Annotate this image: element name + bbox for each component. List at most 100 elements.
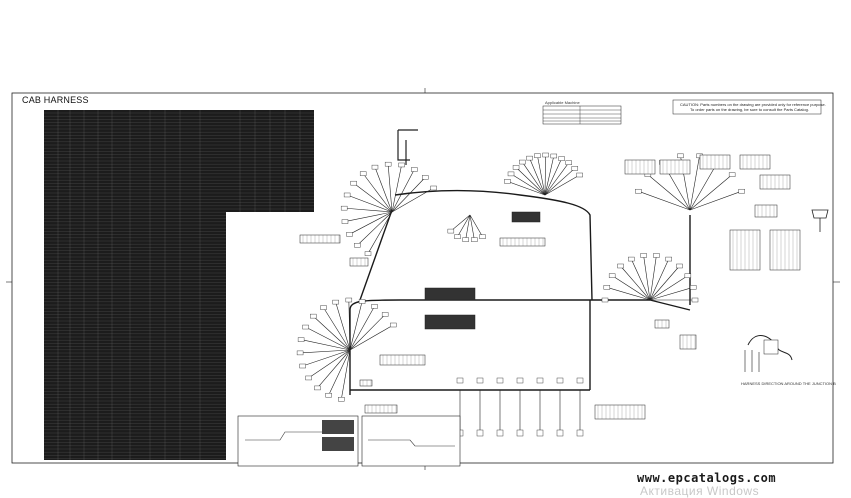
- harness-branch: [362, 173, 393, 213]
- harness-direction-detail: [744, 335, 793, 372]
- harness-branch: [507, 181, 546, 196]
- branch-connector: [371, 304, 378, 309]
- harness-trunk: [349, 189, 691, 395]
- branch-connector: [297, 337, 305, 342]
- branch-connector: [479, 234, 486, 239]
- branch-connector: [462, 237, 469, 242]
- branch-connector: [526, 155, 533, 161]
- branch-connector: [550, 153, 558, 159]
- harness-branch: [367, 211, 393, 254]
- harness-branch: [349, 306, 375, 351]
- harness-branch: [349, 301, 363, 351]
- harness-branch: [450, 214, 471, 232]
- harness-branch: [611, 275, 651, 301]
- branch-connector: [299, 363, 306, 369]
- branch-connector: [576, 172, 583, 178]
- branch-connector: [542, 152, 549, 158]
- branch-connector: [371, 164, 379, 170]
- harness-branch: [323, 307, 351, 351]
- branch-connector: [398, 162, 405, 168]
- harness-branch: [465, 214, 471, 240]
- branch-connector: [354, 243, 361, 248]
- drop-connector: [496, 429, 504, 437]
- connector-block: [359, 379, 373, 387]
- branch-connector: [640, 253, 647, 258]
- branch-connector: [728, 172, 736, 177]
- branch-connector: [571, 166, 579, 171]
- harness-branch: [387, 164, 393, 213]
- branch-connector: [691, 297, 699, 303]
- harness-branch: [544, 162, 569, 196]
- branch-connector: [676, 263, 683, 269]
- harness-branch: [391, 177, 426, 213]
- harness-branch: [469, 214, 475, 240]
- branch-connector: [454, 234, 461, 239]
- drop-connector: [576, 377, 584, 384]
- drop-connector: [476, 429, 484, 437]
- drop-connector: [496, 377, 504, 384]
- harness-branch: [349, 324, 394, 351]
- branch-connector: [359, 171, 367, 176]
- harness-branch: [620, 265, 651, 301]
- drop-connector: [556, 429, 564, 437]
- branch-connector: [381, 312, 389, 317]
- branch-connector: [628, 256, 635, 262]
- harness-branch: [529, 157, 546, 196]
- connector-block: [349, 257, 369, 267]
- harness-branch: [349, 314, 386, 351]
- branch-connector: [341, 219, 349, 224]
- connector-blocks: [299, 154, 801, 420]
- branch-connector: [447, 228, 455, 234]
- harness-branch: [544, 174, 580, 196]
- harness-branch: [335, 302, 351, 351]
- harness-branch: [647, 174, 691, 211]
- connector-block: [424, 314, 476, 330]
- bracket-detail: [397, 129, 418, 165]
- branch-connector: [302, 324, 309, 330]
- drop-connector: [476, 377, 484, 384]
- connector-block: [679, 334, 697, 350]
- detail-inset-left: [237, 415, 359, 467]
- connector-block: [594, 404, 646, 420]
- harness-branch: [317, 349, 351, 389]
- branch-connector: [617, 263, 624, 269]
- harness-branch: [638, 190, 691, 211]
- harness-branches: [296, 152, 745, 437]
- drop-connector: [576, 429, 584, 437]
- harness-branch: [391, 187, 434, 213]
- harness-branch: [301, 339, 351, 351]
- applicable-machine-table: [542, 105, 622, 125]
- branch-connector: [343, 192, 351, 198]
- branch-connector: [338, 397, 345, 402]
- harness-branch: [606, 287, 651, 301]
- harness-branch: [391, 169, 415, 213]
- applicable-machine-label: Applicable Machine: [545, 100, 580, 105]
- connector-block: [424, 287, 476, 301]
- harness-branch: [300, 349, 351, 354]
- branch-connector: [296, 350, 304, 356]
- branch-connector: [345, 297, 353, 303]
- harness-branch: [537, 155, 546, 196]
- branch-connector: [738, 188, 745, 194]
- branch-connector: [677, 153, 684, 159]
- harness-branch: [649, 258, 669, 301]
- harness-branch: [689, 162, 718, 211]
- harness-branch: [515, 167, 546, 196]
- branch-connector: [608, 273, 616, 278]
- harness-branch: [689, 190, 742, 211]
- branch-connector: [340, 205, 348, 211]
- drop-connector: [536, 377, 544, 384]
- branch-connector: [422, 175, 429, 180]
- harness-branch: [544, 168, 576, 196]
- harness-branch: [349, 211, 393, 235]
- branch-connector: [635, 188, 642, 194]
- detail-inset-right: [361, 415, 461, 467]
- harness-branch: [344, 207, 393, 213]
- branch-connector: [314, 385, 321, 391]
- drop-connector: [556, 377, 564, 384]
- harness-branch: [313, 315, 351, 351]
- connector-block: [379, 354, 426, 366]
- harness-branch: [544, 155, 555, 196]
- branch-connector: [471, 237, 478, 242]
- harness-branch: [347, 194, 393, 213]
